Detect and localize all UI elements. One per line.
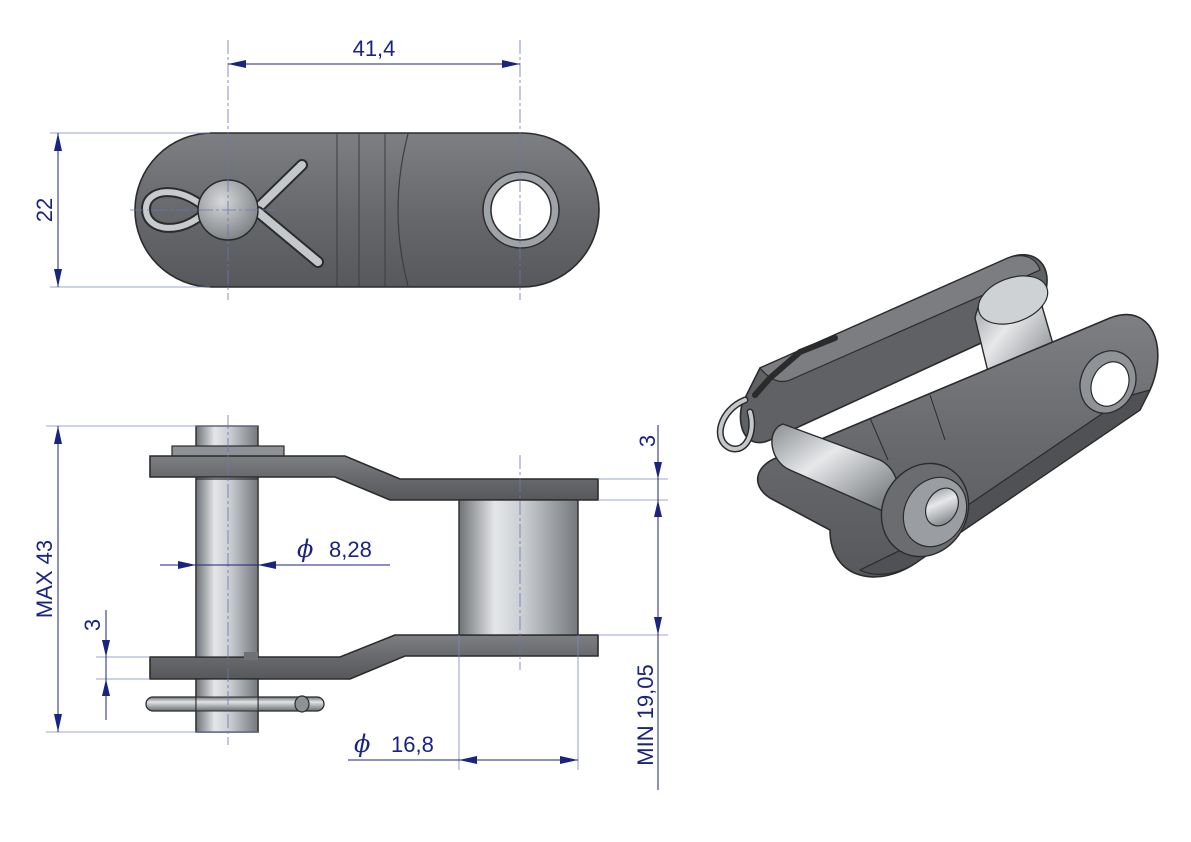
pin-groove: [244, 652, 258, 660]
arrow-head: [502, 60, 520, 68]
arrow-head: [54, 426, 62, 444]
iso-pin-end: [925, 487, 959, 527]
arrow-head: [102, 640, 110, 657]
iso-cotter-eye-highlight: [718, 398, 754, 451]
arrow-head: [560, 756, 578, 764]
cotter-pin-side: [145, 678, 325, 733]
pitch-label: 41,4: [353, 36, 396, 61]
pin-diameter-label: 8,28: [329, 537, 372, 562]
max-width-label: MAX 43: [32, 540, 57, 618]
iso-roller-end: [977, 275, 1049, 325]
iso-plate-step: [869, 417, 889, 461]
arrow-head: [459, 756, 477, 764]
cotter-end: [294, 695, 310, 713]
arrow-head: [54, 714, 62, 732]
plate-thickness-top-label: 3: [635, 435, 660, 447]
link-plate-top: [134, 132, 600, 288]
arrow-head: [54, 133, 62, 151]
arrow-head: [228, 60, 246, 68]
iso-cotter-leg: [752, 335, 838, 398]
arrow-head: [258, 561, 276, 569]
arrow-head: [654, 462, 662, 479]
cotter-shaft-front: [195, 696, 259, 712]
roller-diameter-symbol: ϕ: [354, 730, 370, 758]
roller-hole-inner: [490, 179, 552, 241]
arrow-head: [654, 617, 662, 635]
roller-diameter-label: 16,8: [391, 732, 434, 757]
pin-body-segment: [195, 478, 259, 658]
plate-bend-curve: [397, 133, 409, 287]
plate-thickness-bottom-label: 3: [80, 619, 105, 631]
cotter-eye-highlight: [142, 189, 208, 231]
plate-height-label: 22: [32, 198, 57, 222]
min-inner-width-label: MIN 19,05: [633, 664, 658, 766]
roller: [458, 499, 579, 636]
iso-hole-inner: [1090, 361, 1130, 407]
arrow-head: [102, 679, 110, 696]
cotter-leg-highlight: [254, 161, 306, 212]
iso-front-plate-edge: [858, 389, 1152, 575]
pin-diameter-symbol: ϕ: [297, 535, 313, 563]
top-view: 41,4 22: [32, 36, 600, 300]
arrow-head: [54, 269, 62, 287]
cotter-pin-top: [141, 159, 324, 268]
arrow-head: [178, 561, 196, 569]
iso-front-plate: [756, 313, 1159, 578]
iso-plate-step: [929, 394, 946, 441]
side-view: MAX 43 3 3 MIN 19,05 ϕ 8,28 ϕ 16,8: [32, 415, 668, 790]
isometric-view: [716, 253, 1159, 578]
cotter-leg-highlight: [254, 208, 322, 266]
